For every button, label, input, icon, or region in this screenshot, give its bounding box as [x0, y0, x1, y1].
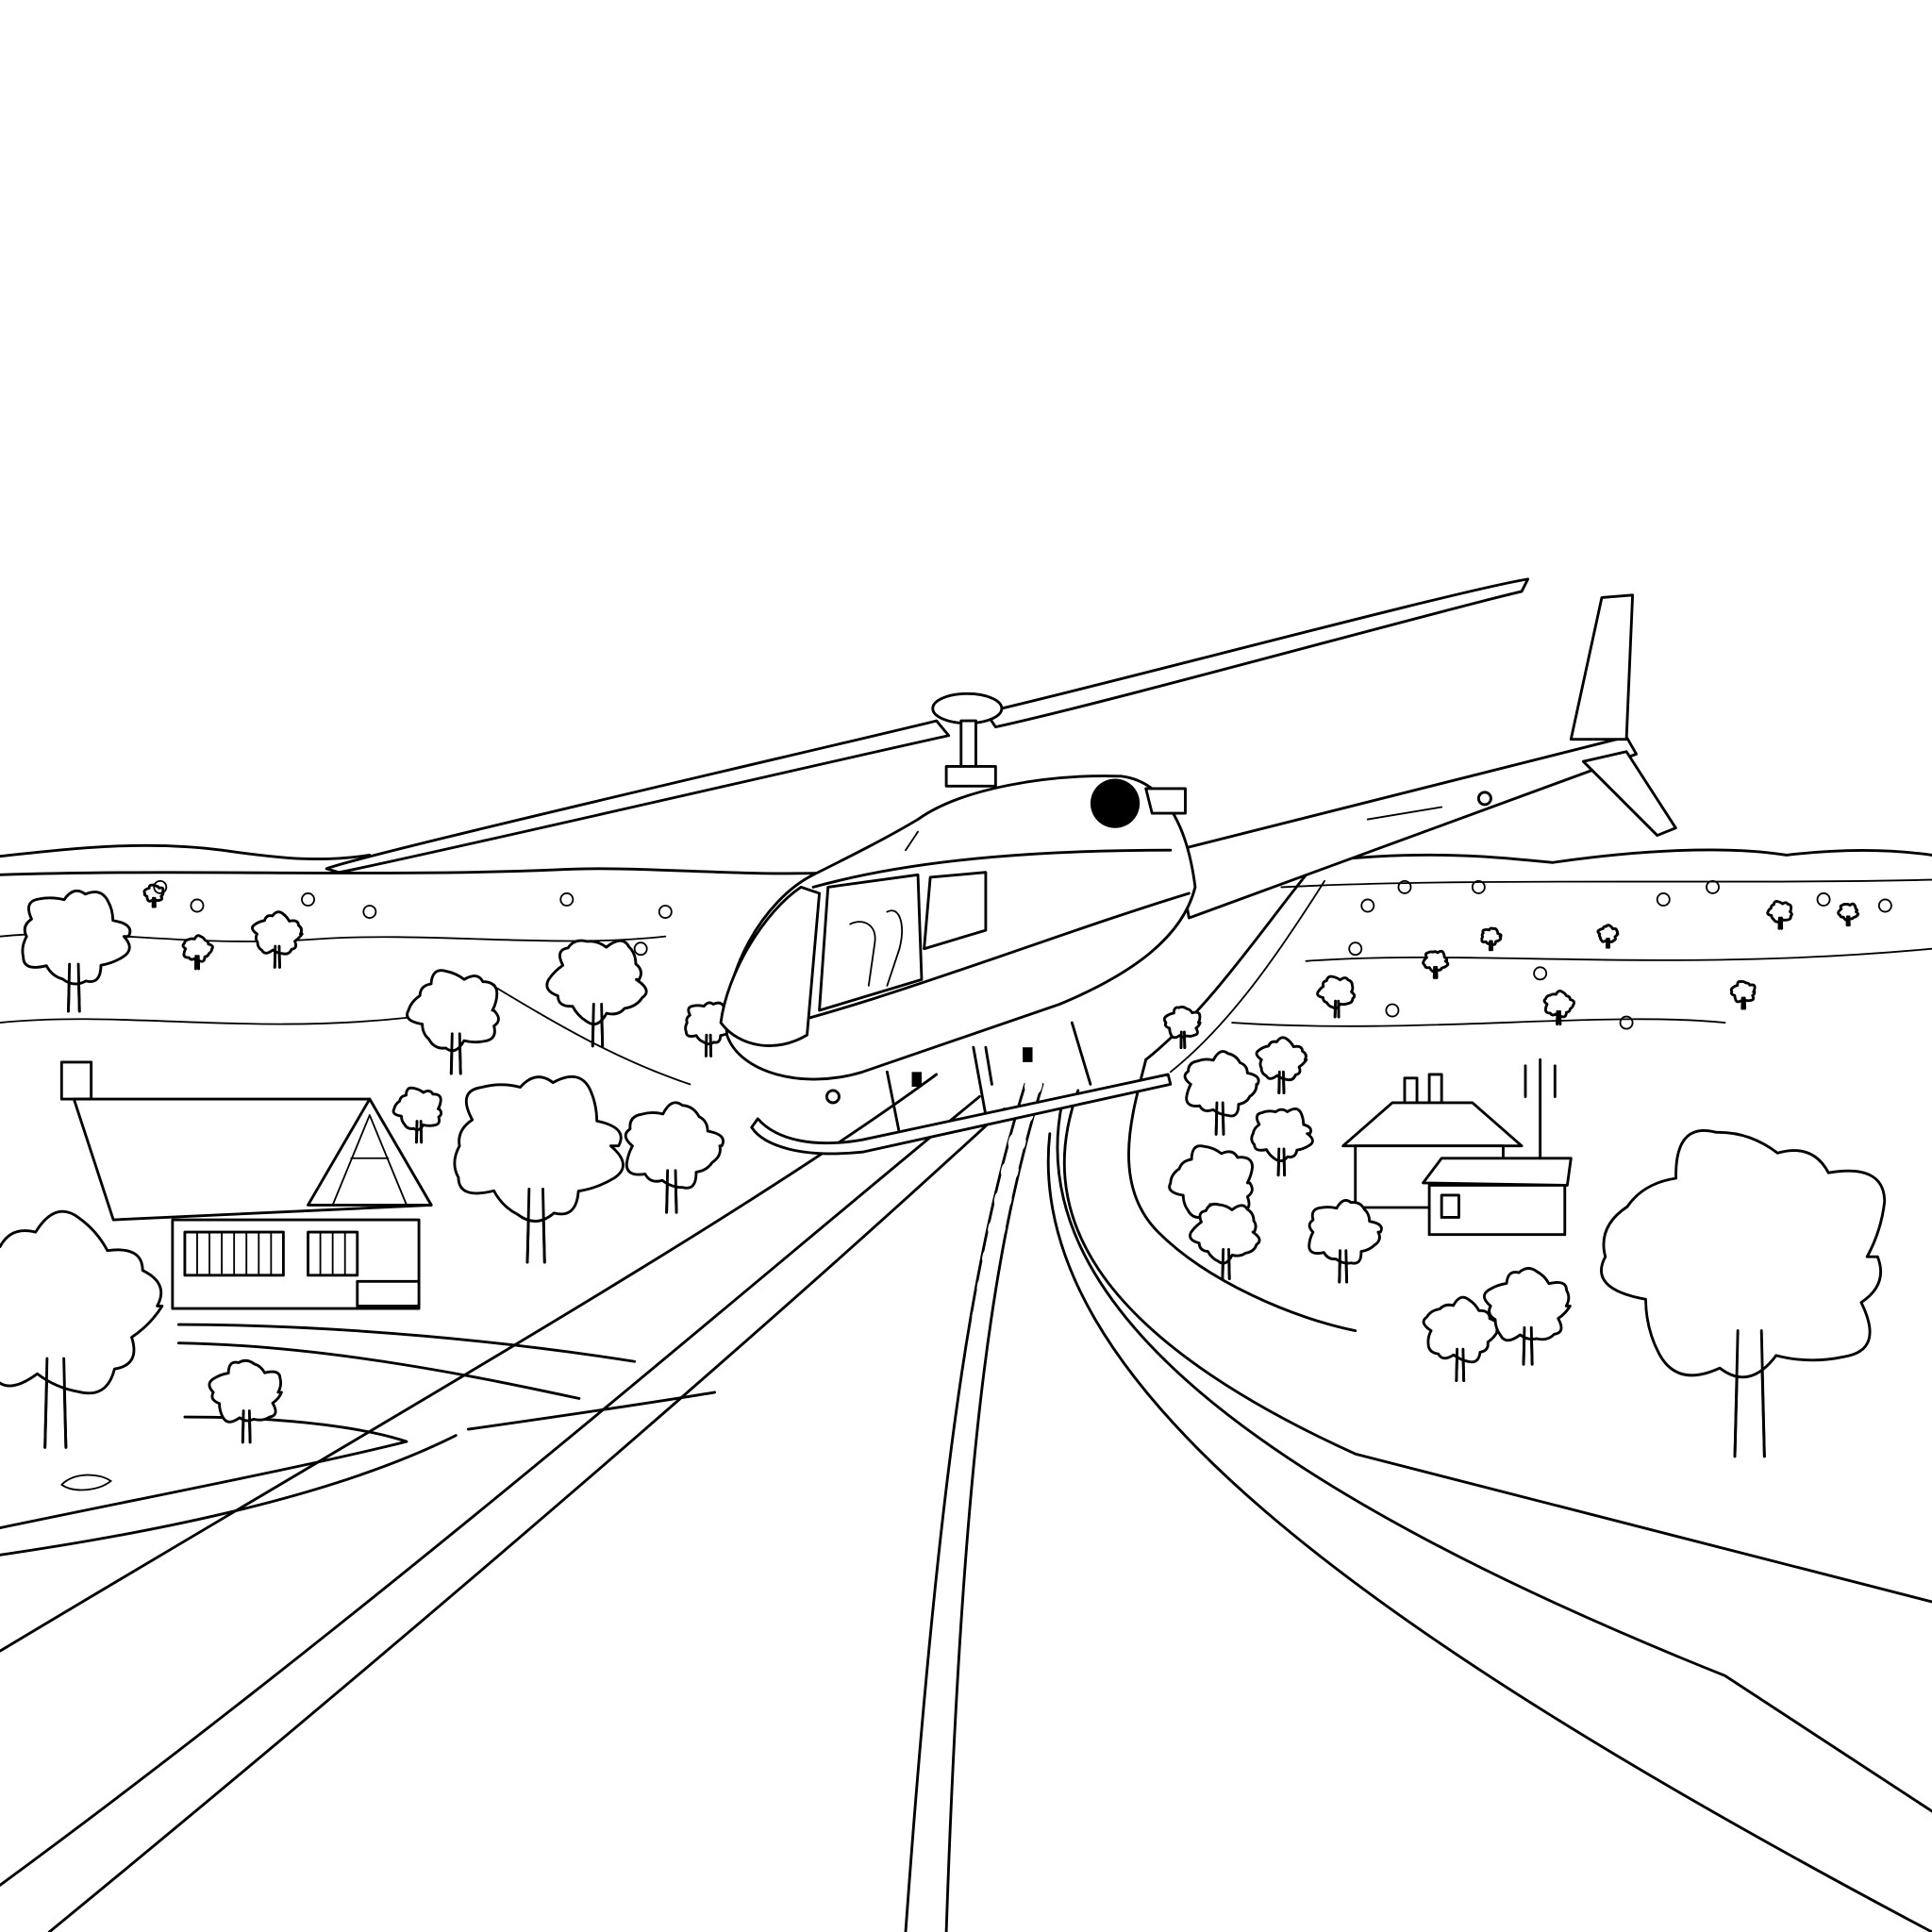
tree	[1189, 1202, 1261, 1280]
tree	[1542, 989, 1576, 1026]
tree-crown	[406, 969, 500, 1053]
passenger-window	[923, 871, 988, 951]
house-left	[59, 1060, 433, 1310]
tree	[1316, 974, 1357, 1019]
distant-bush	[1385, 1003, 1400, 1018]
cockpit-door-window	[818, 873, 924, 1012]
distant-bush	[362, 905, 377, 919]
tree-crown	[1837, 902, 1860, 923]
tree-crown	[1307, 1199, 1383, 1265]
tree-crown	[1483, 1267, 1572, 1342]
tree	[1255, 1036, 1308, 1094]
tree	[1596, 924, 1620, 949]
distant-bush	[190, 898, 205, 913]
tree	[21, 889, 132, 1013]
distant-bush	[1533, 966, 1548, 981]
distant-bush	[1397, 879, 1412, 894]
tree-crown	[1162, 1005, 1202, 1040]
tree	[1480, 926, 1503, 952]
tree-crown	[1250, 1108, 1314, 1163]
tree-crown	[624, 1101, 725, 1190]
distant-bush	[1706, 879, 1720, 894]
landing-skid	[750, 1073, 1173, 1156]
tree-crown	[1729, 979, 1757, 1004]
tree	[391, 1086, 443, 1144]
tree	[181, 934, 214, 971]
tail-registration	[1366, 806, 1443, 821]
tree-crown	[391, 1086, 443, 1132]
chimney	[59, 1060, 93, 1101]
distant-bush	[1619, 1015, 1634, 1030]
distant-hills	[0, 843, 1932, 1086]
distant-bush	[559, 892, 575, 907]
porch-windows	[183, 1230, 359, 1277]
distant-bush	[153, 879, 168, 894]
main-rotor-blade-right	[984, 577, 1530, 729]
tree	[406, 969, 500, 1075]
tail-stabilizer	[1581, 750, 1677, 837]
tree-crown	[1600, 1129, 1887, 1379]
tail-fin	[1569, 593, 1635, 741]
distant-bush	[301, 892, 315, 907]
porch-steps	[356, 1279, 421, 1307]
tree	[1837, 902, 1860, 927]
windshield	[719, 885, 822, 1047]
tree	[1422, 1295, 1500, 1382]
tree-crown	[1596, 924, 1620, 943]
tree-crown	[208, 1358, 283, 1424]
trees	[0, 879, 1892, 1458]
main-rotor-blade-left	[325, 719, 951, 874]
tree-crown	[1316, 974, 1357, 1010]
road	[0, 873, 1932, 1932]
tree	[0, 1209, 164, 1449]
rotor-hub	[931, 691, 1004, 725]
tree-crown	[181, 934, 214, 963]
tree	[1422, 949, 1450, 979]
engine-intake	[1090, 778, 1141, 828]
pilot-figure	[849, 909, 903, 987]
distant-bush	[1877, 898, 1892, 913]
distant-bush	[1360, 898, 1375, 913]
tree-crown	[1542, 989, 1576, 1019]
tree	[1483, 1267, 1572, 1366]
driveway	[0, 1323, 716, 1557]
tree-crown	[1183, 1050, 1260, 1118]
tree-crown	[1189, 1202, 1261, 1265]
tree-crown	[0, 1209, 164, 1395]
tree	[453, 1074, 625, 1264]
tree	[1307, 1199, 1383, 1284]
distant-bush	[1656, 892, 1671, 907]
distant-bush	[1816, 892, 1831, 907]
distant-bush	[658, 905, 673, 919]
tree	[1766, 900, 1793, 930]
tree	[1250, 1108, 1314, 1177]
tree	[1162, 1005, 1202, 1049]
tree	[1729, 979, 1757, 1010]
tree	[1183, 1050, 1260, 1136]
distant-bush	[1471, 879, 1486, 894]
distant-bush	[1348, 941, 1363, 957]
tree	[251, 910, 304, 969]
tree-crown	[453, 1074, 625, 1223]
tree	[142, 883, 165, 908]
tree-crown	[1255, 1036, 1308, 1082]
tree-crown	[545, 939, 648, 1026]
tree-crown	[1422, 949, 1450, 974]
tree-crown	[1422, 1295, 1500, 1364]
tree	[545, 939, 648, 1048]
tree	[208, 1358, 283, 1444]
helicopter	[325, 577, 1677, 1156]
tree-crown	[21, 889, 132, 986]
house-right	[1341, 1058, 1573, 1237]
distant-bush	[633, 941, 648, 957]
tree-crown	[142, 883, 165, 903]
tree	[1600, 1129, 1887, 1458]
tree-crown	[1480, 926, 1503, 946]
tree-crown	[1766, 900, 1793, 924]
tree-crown	[251, 910, 304, 956]
tree	[624, 1101, 725, 1214]
